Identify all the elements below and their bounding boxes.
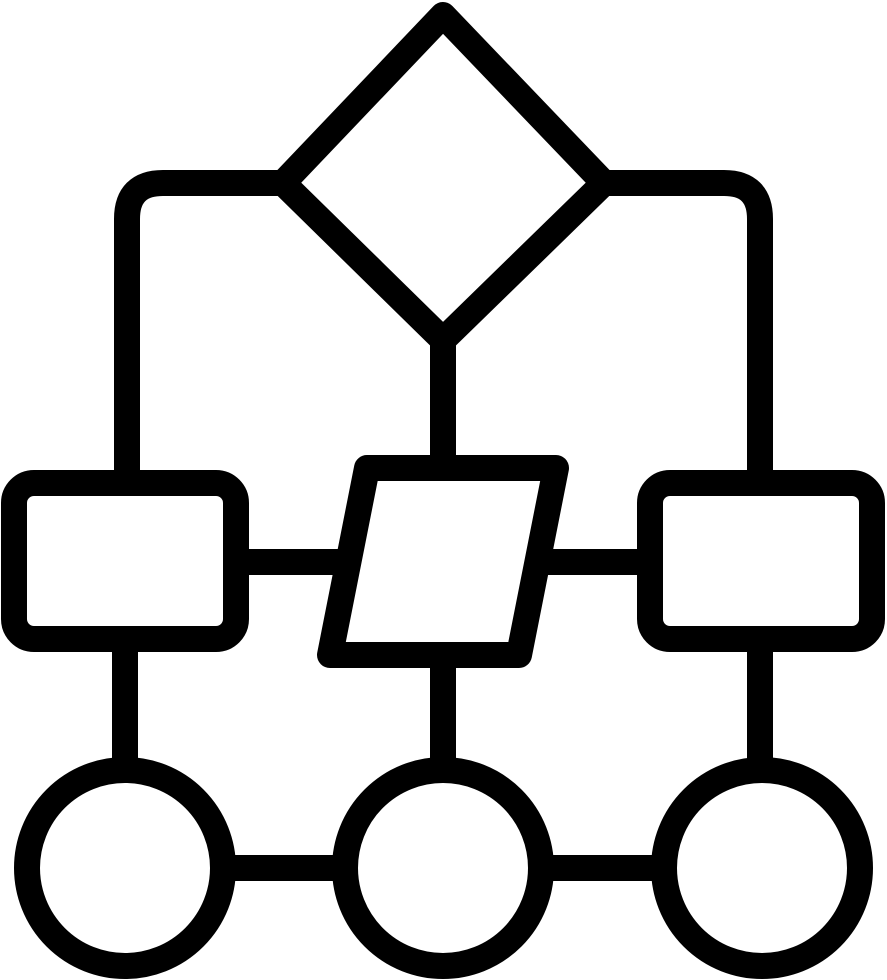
process-box-right — [637, 470, 885, 652]
terminal-circle-center — [332, 757, 554, 979]
connector-left-branch — [114, 170, 296, 495]
terminal-circle-left — [14, 757, 236, 979]
data-parallelogram — [317, 455, 569, 668]
connector-right-branch — [591, 170, 773, 495]
decision-diamond — [270, 2, 617, 353]
process-box-left — [1, 470, 249, 652]
terminal-circle-right — [651, 757, 873, 979]
connectors — [112, 170, 773, 881]
